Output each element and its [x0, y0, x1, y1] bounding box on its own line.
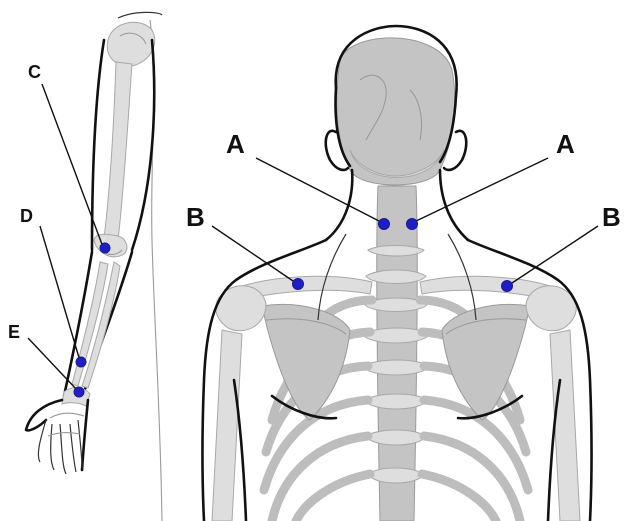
point-d-marker — [76, 357, 86, 367]
back-figure — [203, 26, 592, 521]
arm-figure — [26, 12, 162, 521]
label-a-left: A — [226, 129, 245, 159]
point-b-right-marker — [502, 281, 513, 292]
label-c: C — [28, 62, 41, 82]
label-a-right: A — [556, 129, 575, 159]
point-c-marker — [100, 243, 110, 253]
point-a-left-marker — [379, 219, 390, 230]
label-d: D — [20, 206, 33, 226]
label-e: E — [8, 322, 20, 342]
point-a-right-marker — [407, 219, 418, 230]
point-b-left-marker — [293, 279, 304, 290]
point-e-marker — [74, 387, 84, 397]
label-b-left: B — [186, 202, 205, 232]
leader-line-d — [40, 226, 80, 361]
label-b-right: B — [602, 202, 621, 232]
leader-line-b-left — [212, 226, 296, 283]
